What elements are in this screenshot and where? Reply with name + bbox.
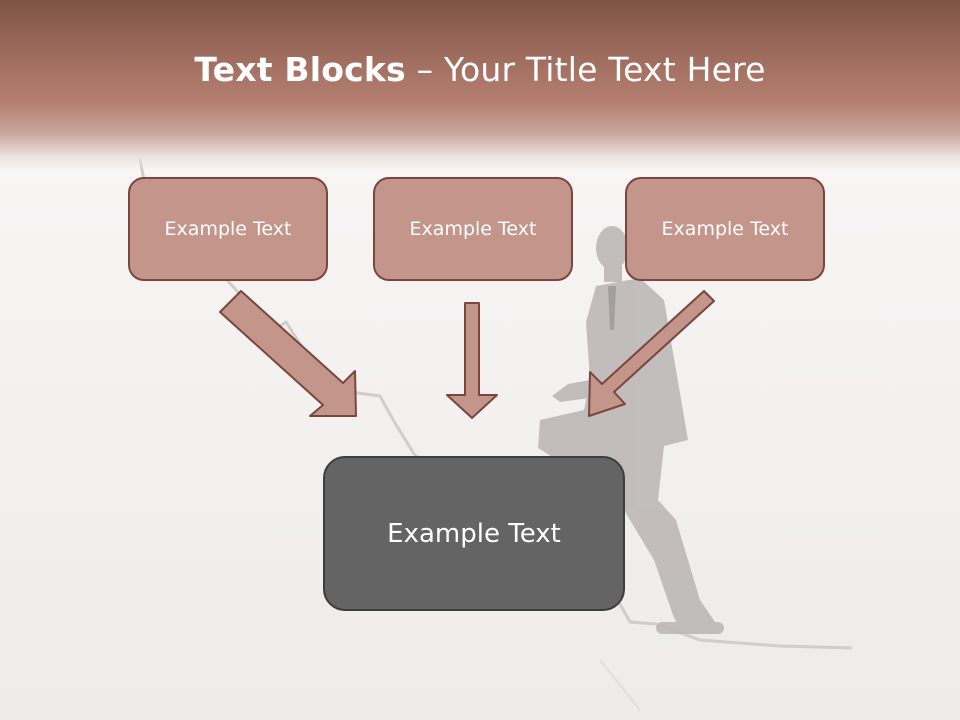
text-block-2[interactable]: Example Text bbox=[373, 177, 573, 281]
arrow-down-icon bbox=[446, 302, 498, 419]
text-block-3-label: Example Text bbox=[661, 218, 789, 240]
text-block-1-label: Example Text bbox=[164, 218, 292, 240]
header-band bbox=[0, 0, 960, 170]
businessman-figure bbox=[538, 226, 724, 634]
arrow-diagonal-right-icon bbox=[219, 290, 357, 417]
title-rest-text: – Your Title Text Here bbox=[405, 50, 766, 89]
text-block-3[interactable]: Example Text bbox=[625, 177, 825, 281]
text-block-2-label: Example Text bbox=[409, 218, 537, 240]
slide-title: Text Blocks – Your Title Text Here bbox=[0, 50, 960, 89]
graph-reflection bbox=[599, 659, 641, 711]
text-block-1[interactable]: Example Text bbox=[128, 177, 328, 281]
target-text-block[interactable]: Example Text bbox=[323, 456, 625, 611]
businessman-tie bbox=[608, 286, 616, 330]
arrow-diagonal-left-icon bbox=[588, 290, 715, 417]
title-bold-text: Text Blocks bbox=[194, 50, 406, 89]
target-text-block-label: Example Text bbox=[387, 518, 561, 549]
